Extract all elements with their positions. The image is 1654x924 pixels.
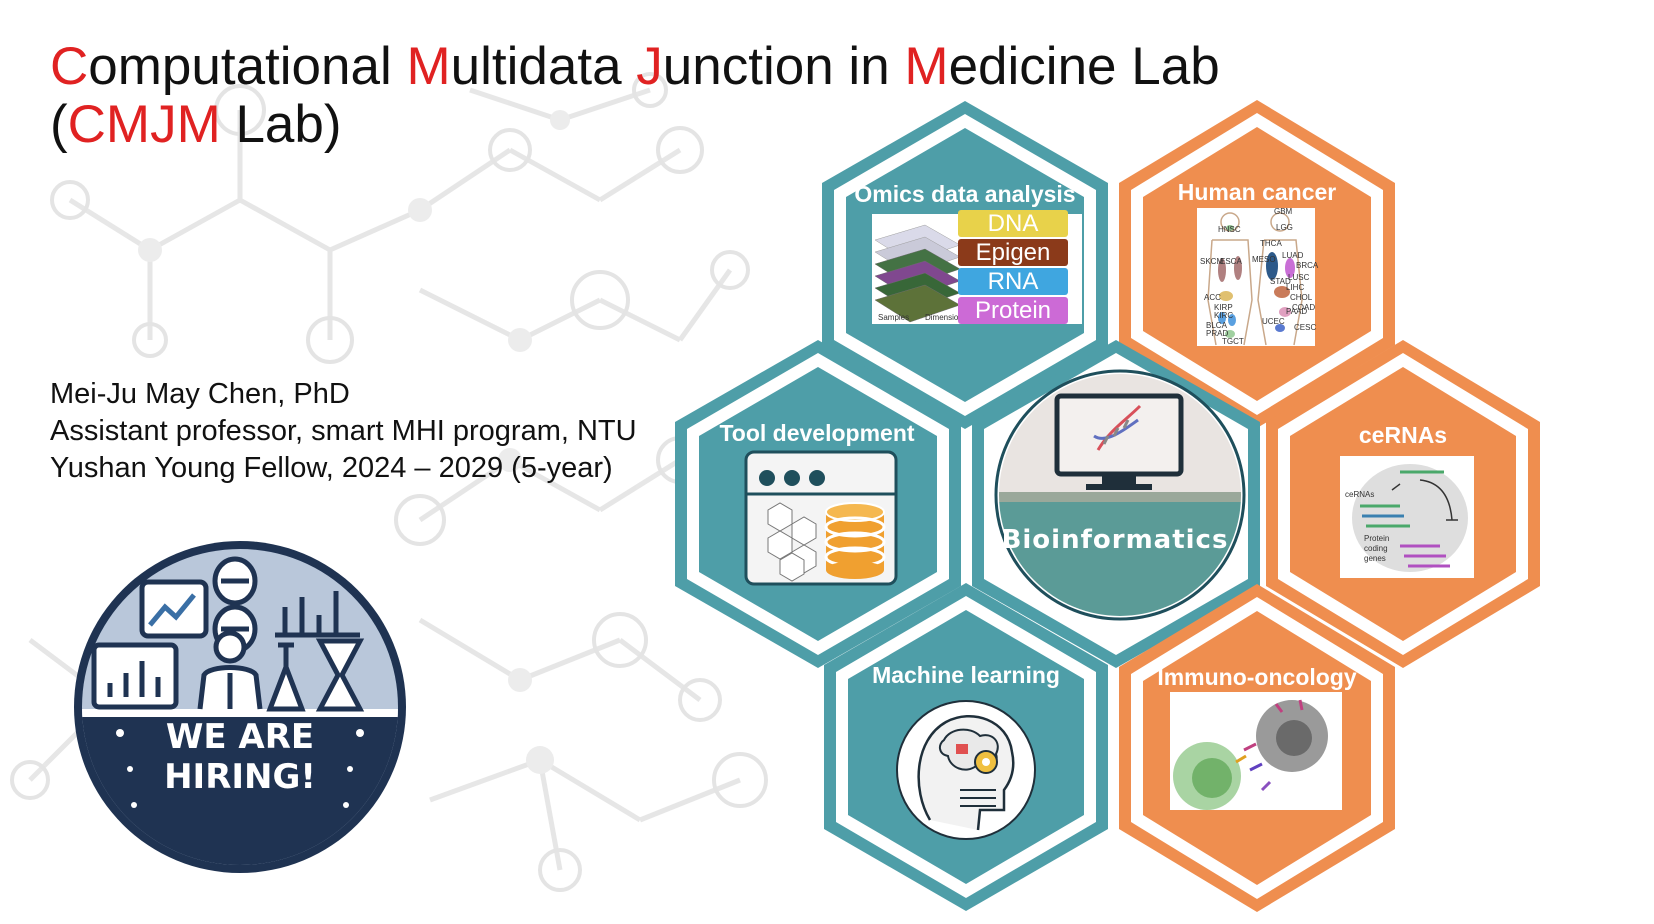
- cerna-genes-label-2: coding: [1364, 544, 1388, 553]
- omics-tag-label: Epigen: [976, 239, 1051, 266]
- organ-label: LUSC: [1288, 273, 1310, 282]
- title-line1-segment: omputational: [88, 37, 407, 96]
- author-position: Assistant professor, smart MHI program, …: [50, 415, 637, 447]
- omics-tag-label: Protein: [975, 297, 1051, 324]
- dna-icon: [1093, 404, 1142, 451]
- hex-ml-label: Machine learning: [872, 662, 1060, 688]
- organ-label: BRCA: [1296, 261, 1319, 270]
- omics-axis-left: Samples: [878, 313, 909, 322]
- hex-bioinformatics-label: Bioinformatics: [1002, 525, 1229, 555]
- omics-tag-bg: [958, 239, 1068, 266]
- omics-tag-bg: [958, 297, 1068, 324]
- title-line2-segment: CMJM: [67, 95, 221, 154]
- organ-label: COAD: [1292, 303, 1315, 312]
- ai-head-icon: [896, 700, 1036, 840]
- title-line1-segment: M: [904, 37, 949, 96]
- hex-cerna: ceRNAs ceRNAs Protein coding genes: [1266, 340, 1540, 668]
- title-line1-segment: J: [636, 37, 663, 96]
- immune-cell-figure: [1170, 692, 1342, 810]
- organ-label: BLCA: [1206, 321, 1228, 330]
- hex-omics-label: Omics data analysis: [854, 181, 1075, 207]
- hex-immuno: Immuno-oncology: [1119, 584, 1395, 912]
- cerna-genes-label-3: genes: [1364, 554, 1386, 563]
- author-name: Mei-Ju May Chen, PhD: [50, 378, 350, 410]
- badge-line-1: WE ARE: [166, 717, 314, 757]
- title-line2-segment: (: [50, 95, 68, 154]
- hex-immuno-label: Immuno-oncology: [1157, 664, 1357, 690]
- omics-tag-bg: [958, 268, 1068, 295]
- organ-label: LGG: [1276, 223, 1293, 232]
- cerna-figure: ceRNAs Protein coding genes: [1340, 456, 1474, 578]
- author-fellowship: Yushan Young Fellow, 2024 – 2029 (5-year…: [50, 452, 613, 484]
- cerna-genes-label-1: Protein: [1364, 534, 1389, 543]
- page-title: Computational Multidata Junction in Medi…: [50, 38, 1350, 154]
- title-line-1: Computational Multidata Junction in Medi…: [50, 38, 1350, 96]
- organ-label: ACC: [1204, 293, 1221, 302]
- hex-cancer-label: Human cancer: [1178, 179, 1337, 205]
- organ-label: KIRP: [1214, 303, 1233, 312]
- title-line-2: (CMJM Lab): [50, 96, 1350, 154]
- organ-label: THCA: [1260, 239, 1282, 248]
- omics-axis-right: Dimension: [925, 313, 963, 322]
- organ-label: TGCT: [1222, 337, 1244, 346]
- organ-label: SKCM: [1200, 257, 1223, 266]
- omics-tag-label: DNA: [988, 210, 1039, 237]
- title-line2-segment: Lab): [220, 95, 342, 154]
- title-line1-segment: M: [406, 37, 451, 96]
- tool-window-icon: [744, 450, 898, 586]
- hex-cerna-label: ceRNAs: [1359, 422, 1447, 448]
- organ-label: LUAD: [1282, 251, 1304, 260]
- organ-label: ESCA: [1220, 257, 1242, 266]
- monitor-icon: [1054, 393, 1184, 490]
- organ-label: KIRC: [1214, 311, 1233, 320]
- hiring-badge: WE ARE HIRING!: [74, 541, 406, 873]
- cerna-inner-label: ceRNAs: [1345, 490, 1374, 499]
- hex-tool: Tool development: [675, 340, 961, 668]
- organ-label: GBM: [1274, 207, 1293, 216]
- omics-tag-bg: [958, 210, 1068, 237]
- hex-bioinformatics: Bioinformatics: [972, 340, 1260, 668]
- organ-label: HNSC: [1218, 225, 1241, 234]
- badge-line-2: HIRING!: [164, 757, 316, 797]
- organ-label: UCEC: [1262, 317, 1285, 326]
- author-info: Mei-Ju May Chen, PhD Assistant professor…: [50, 376, 750, 487]
- omics-tag-label: RNA: [988, 268, 1039, 295]
- organ-label: CESC: [1294, 323, 1316, 332]
- organ-label: CHOL: [1290, 293, 1313, 302]
- title-line1-segment: unction in: [662, 37, 905, 96]
- organ-label: LIHC: [1286, 283, 1304, 292]
- organ-label: PAAD: [1286, 307, 1307, 316]
- database-icon: [824, 502, 886, 579]
- hex-tool-label: Tool development: [719, 420, 914, 446]
- organ-label: STAD: [1270, 277, 1291, 286]
- hex-omics: Omics data analysis Samples Dimension DN…: [822, 101, 1108, 429]
- organ-label: PRAD: [1206, 329, 1228, 338]
- organ-label: MESO: [1252, 255, 1276, 264]
- title-line1-segment: C: [50, 37, 89, 96]
- title-line1-segment: ultidata: [450, 37, 637, 96]
- title-line1-segment: edicine Lab: [948, 37, 1220, 96]
- hex-ml: Machine learning: [824, 583, 1108, 911]
